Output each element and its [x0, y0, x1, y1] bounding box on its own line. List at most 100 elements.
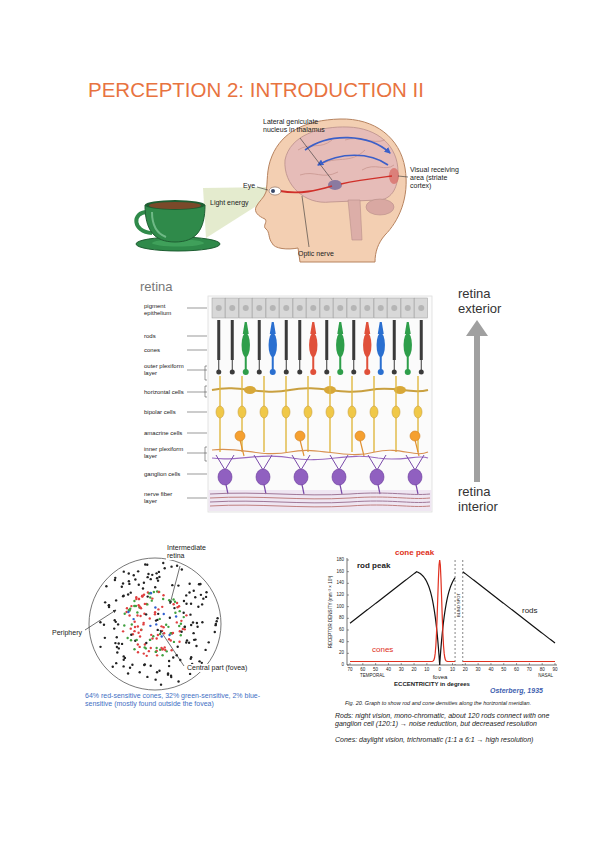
retina-cells [337, 305, 343, 311]
retina-cells [253, 298, 266, 318]
axis-tick: 40 [386, 667, 391, 672]
receptor-dots [183, 626, 185, 628]
retina-cells [260, 406, 268, 418]
retina-cells [210, 493, 430, 495]
receptor-dots [127, 672, 129, 674]
retina-cells [377, 333, 385, 357]
receptor-dots [121, 643, 123, 645]
retina-cells [324, 370, 329, 375]
receptor-dots [126, 637, 128, 639]
receptor-dots [196, 622, 198, 624]
part-label: Eye [243, 182, 255, 190]
density-graph [347, 595, 349, 596]
retina-cells [269, 333, 277, 357]
receptor-dots [197, 605, 199, 607]
receptor-dots [136, 611, 138, 613]
layer-label: inner plexiform layer [144, 446, 184, 460]
receptor-dots [150, 647, 152, 649]
retina-cells [370, 469, 384, 485]
receptor-dots [216, 617, 218, 619]
retina-cells [361, 298, 374, 318]
retina-cells [332, 469, 346, 485]
receptor-dots [139, 635, 141, 637]
density-graph [388, 663, 389, 665]
receptor-dots [196, 626, 198, 628]
receptor-dots [135, 598, 137, 600]
receptor-dots [144, 603, 146, 605]
head [366, 199, 394, 215]
axis-tick: 160 [336, 569, 344, 574]
density-graph [347, 653, 349, 654]
head [341, 176, 392, 184]
eye-brain-illustration [136, 119, 408, 262]
receptor-dots [145, 613, 147, 615]
receptor-dots [199, 583, 201, 585]
receptor-dots [139, 606, 141, 608]
retina-cells [292, 455, 310, 470]
density-graph [555, 663, 556, 665]
receptor-dots [198, 660, 200, 662]
retina-cells [209, 298, 432, 511]
receptor-dots [154, 678, 156, 680]
retina-cells [216, 305, 222, 311]
receptor-dots [158, 576, 160, 578]
retina-cells [392, 406, 400, 418]
receptor-dots [152, 635, 154, 637]
retina-cells [212, 298, 225, 318]
receptor-dots [114, 579, 116, 581]
receptor-dots [202, 597, 204, 599]
layer-label: amacrine cells [144, 430, 184, 437]
receptor-dots [143, 581, 145, 583]
retina-cells [392, 370, 397, 375]
receptor-dots [184, 628, 186, 630]
receptor-dots [128, 583, 130, 585]
density-graph [490, 663, 491, 665]
receptor-dots [157, 608, 159, 610]
receptor-dots [180, 634, 182, 636]
receptor-dots [138, 584, 140, 586]
retina-cells [336, 333, 344, 357]
axis-tick: 120 [336, 592, 344, 597]
source-note: Osterberg, 1935 [490, 687, 543, 695]
receptor-dots [133, 630, 135, 632]
retina-cells [418, 305, 424, 311]
layer-label: outer plexiform layer [144, 363, 184, 377]
receptor-dots [145, 655, 147, 657]
receptor-dots [129, 667, 131, 669]
retina-cells [363, 333, 371, 357]
receptor-dots [188, 591, 190, 593]
density-graph [347, 618, 349, 619]
body-text: Rods: night vision, mono-chromatic, abou… [335, 712, 567, 728]
receptor-dots [127, 611, 129, 613]
retina-cells [348, 406, 356, 418]
leader-line [187, 308, 207, 309]
receptor-dots [140, 628, 142, 630]
receptor-dots [138, 598, 140, 600]
density-graph [375, 663, 376, 665]
receptor-dots [161, 654, 163, 656]
retina-cells [307, 298, 320, 318]
retina-cells [239, 298, 252, 318]
retina-cells [284, 370, 289, 375]
receptor-dots [133, 648, 135, 650]
receptor-dots [150, 665, 152, 667]
layer-label: cones [144, 347, 160, 354]
receptor-dots [155, 623, 157, 625]
axis-tick: 60 [514, 667, 519, 672]
retina-cells [282, 406, 290, 418]
receptor-dots [167, 626, 169, 628]
retina-cells [351, 370, 356, 375]
receptor-dots [216, 620, 218, 622]
receptor-dots [146, 595, 148, 597]
retina-cells [419, 370, 424, 375]
retina-cells [210, 505, 430, 507]
receptor-dots [128, 580, 130, 582]
receptor-dots [158, 591, 160, 593]
receptor-dots [170, 632, 172, 634]
receptor-dots [133, 600, 135, 602]
retina-cells [324, 305, 330, 311]
direction-arrow [466, 320, 488, 482]
receptor-dots [155, 647, 157, 649]
receptor-dots [128, 572, 130, 574]
